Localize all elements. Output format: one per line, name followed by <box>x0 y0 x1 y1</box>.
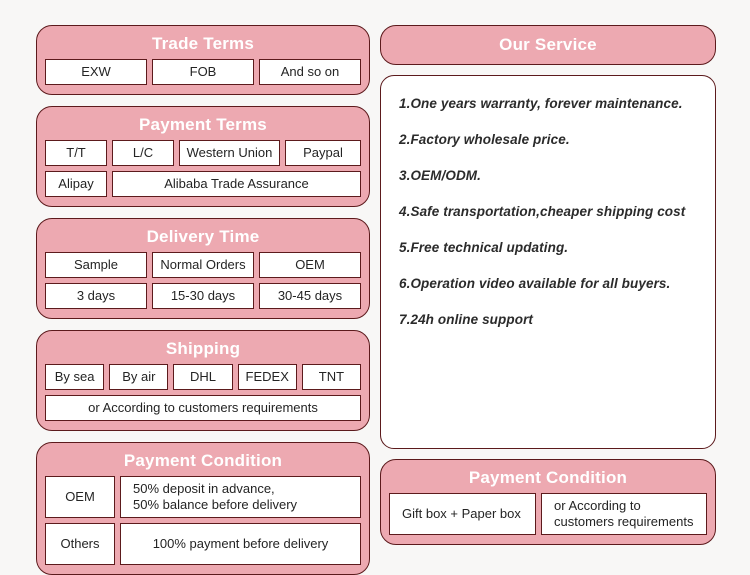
shipping-tnt[interactable]: TNT <box>301 364 362 390</box>
delivery-header-normal-orders[interactable]: Normal Orders <box>152 252 254 278</box>
delivery-time-title: Delivery Time <box>146 227 260 246</box>
table-row: 3 days 15-30 days 30-45 days <box>45 283 361 309</box>
delivery-header-sample[interactable]: Sample <box>45 252 147 278</box>
trade-terms-card: Trade Terms EXW FOB And so on <box>36 25 370 95</box>
trade-term-and-so-on[interactable]: And so on <box>259 59 361 85</box>
payment-term-alibaba-trade-assurance[interactable]: Alibaba Trade Assurance <box>112 171 361 197</box>
right-column: Our Service 1.One years warranty, foreve… <box>380 25 716 545</box>
list-item: 4.Safe transportation,cheaper shipping c… <box>399 204 686 219</box>
shipping-card: Shipping By sea By air DHL FEDEX TNT or … <box>36 330 370 431</box>
table-row: or According to customers requirements <box>45 395 361 421</box>
table-row: Alipay Alibaba Trade Assurance <box>45 171 361 197</box>
payment-term-alipay[interactable]: Alipay <box>45 171 107 197</box>
table-row: Gift box + Paper box or According to cus… <box>389 493 707 535</box>
packaging-condition-rows: Gift box + Paper box or According to cus… <box>389 493 707 535</box>
packaging-condition-title: Payment Condition <box>468 468 628 487</box>
our-service-header: Our Service <box>380 25 716 65</box>
delivery-value-oem[interactable]: 30-45 days <box>259 283 361 309</box>
left-column: Trade Terms EXW FOB And so on Payment Te… <box>36 25 370 575</box>
table-row: EXW FOB And so on <box>45 59 361 85</box>
shipping-title: Shipping <box>165 339 241 358</box>
list-item: 6.Operation video available for all buye… <box>399 276 671 291</box>
table-row: OEM 50% deposit in advance, 50% balance … <box>45 476 361 518</box>
payment-condition-value-others[interactable]: 100% payment before delivery <box>120 523 361 565</box>
payment-terms-card: Payment Terms T/T L/C Western Union Payp… <box>36 106 370 207</box>
shipping-dhl[interactable]: DHL <box>173 364 233 390</box>
our-service-title: Our Service <box>499 35 597 54</box>
table-row: Others 100% payment before delivery <box>45 523 361 565</box>
our-service-panel: 1.One years warranty, forever maintenanc… <box>380 75 716 449</box>
packaging-condition-card: Payment Condition Gift box + Paper box o… <box>380 459 716 545</box>
payment-term-paypal[interactable]: Paypal <box>285 140 361 166</box>
list-item: 5.Free technical updating. <box>399 240 569 255</box>
list-item: 2.Factory wholesale price. <box>399 132 570 147</box>
list-item: 3.OEM/ODM. <box>399 168 482 183</box>
payment-condition-label-others[interactable]: Others <box>45 523 115 565</box>
payment-term-tt[interactable]: T/T <box>45 140 107 166</box>
shipping-custom-note[interactable]: or According to customers requirements <box>45 395 361 421</box>
delivery-value-sample[interactable]: 3 days <box>45 283 147 309</box>
shipping-by-air[interactable]: By air <box>109 364 169 390</box>
table-row: Sample Normal Orders OEM <box>45 252 361 278</box>
payment-condition-value-oem[interactable]: 50% deposit in advance, 50% balance befo… <box>120 476 361 518</box>
payment-term-lc[interactable]: L/C <box>112 140 174 166</box>
payment-condition-card: Payment Condition OEM 50% deposit in adv… <box>36 442 370 575</box>
delivery-value-normal-orders[interactable]: 15-30 days <box>152 283 254 309</box>
list-item: 1.One years warranty, forever maintenanc… <box>399 96 683 111</box>
shipping-by-sea[interactable]: By sea <box>45 364 105 390</box>
trade-terms-title: Trade Terms <box>151 34 255 53</box>
payment-terms-rows: T/T L/C Western Union Paypal Alipay Alib… <box>45 140 361 197</box>
table-row: By sea By air DHL FEDEX TNT <box>45 364 362 390</box>
trade-term-fob[interactable]: FOB <box>152 59 254 85</box>
list-item: 7.24h online support <box>399 312 534 327</box>
trade-terms-rows: EXW FOB And so on <box>45 59 361 85</box>
payment-condition-label-oem[interactable]: OEM <box>45 476 115 518</box>
delivery-header-oem[interactable]: OEM <box>259 252 361 278</box>
payment-term-western-union[interactable]: Western Union <box>179 140 280 166</box>
payment-terms-title: Payment Terms <box>139 115 267 134</box>
packaging-gift-box[interactable]: Gift box + Paper box <box>389 493 536 535</box>
payment-condition-rows: OEM 50% deposit in advance, 50% balance … <box>45 476 361 565</box>
table-row: T/T L/C Western Union Paypal <box>45 140 361 166</box>
delivery-time-rows: Sample Normal Orders OEM 3 days 15-30 da… <box>45 252 361 309</box>
packaging-custom-note[interactable]: or According to customers requirements <box>541 493 707 535</box>
shipping-fedex[interactable]: FEDEX <box>237 364 297 390</box>
delivery-time-card: Delivery Time Sample Normal Orders OEM 3… <box>36 218 370 319</box>
payment-condition-title: Payment Condition <box>123 451 283 470</box>
trade-term-exw[interactable]: EXW <box>45 59 147 85</box>
shipping-rows: By sea By air DHL FEDEX TNT or According… <box>45 364 362 421</box>
